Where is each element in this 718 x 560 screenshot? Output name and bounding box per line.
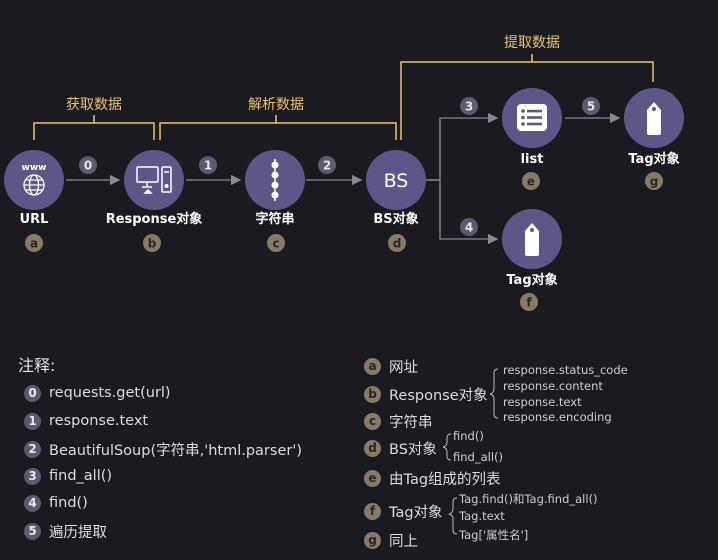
bracket-fetch-label: 获取数据 (66, 97, 122, 113)
legend-b-sub-2: response.text (503, 395, 582, 409)
svg-text:0: 0 (84, 159, 92, 173)
step-text: response.text (49, 413, 149, 429)
bs-text-icon: BS (384, 170, 409, 192)
node-bs: BS BS对象 d (366, 150, 426, 252)
step-badge-2: 2 (318, 156, 336, 174)
bracket-parse (159, 115, 397, 140)
legend-f-sub-0: Tag.find()和Tag.find_all() (459, 492, 598, 506)
step-num: 3 (24, 467, 41, 485)
node-string-letter: c (272, 237, 279, 251)
node-bs-label: BS对象 (373, 211, 418, 227)
node-bs-letter: d (393, 237, 402, 251)
tag-icon (525, 223, 539, 256)
step-num: 4 (24, 494, 41, 512)
note-step-2: 2 BeautifulSoup(字符串,'html.parser') (24, 438, 302, 460)
svg-text:www: www (22, 163, 47, 173)
legend-c: c 字符串 (364, 410, 433, 432)
step-num: 0 (24, 384, 41, 402)
legend-letter: c (364, 412, 381, 430)
note-step-4: 4 find() (24, 492, 88, 514)
legend-f-sub-2: Tag['属性名'] (459, 528, 529, 542)
legend-letter: d (364, 439, 381, 457)
node-response-label: Response对象 (106, 211, 203, 227)
notes-title: 注释: (18, 356, 56, 375)
note-step-5: 5 遍历提取 (24, 520, 107, 542)
node-tag-right-label: Tag对象 (628, 151, 679, 167)
node-url-letter: a (30, 237, 38, 251)
node-url: www URL a (4, 150, 64, 252)
legend-a: a 网址 (364, 355, 418, 377)
step-badge-5: 5 (582, 97, 600, 115)
svg-text:2: 2 (323, 159, 331, 173)
step-num: 5 (24, 522, 41, 540)
svg-text:3: 3 (465, 100, 473, 114)
legend-f: f Tag对象 (364, 500, 443, 522)
svg-text:5: 5 (587, 100, 595, 114)
step-text: find_all() (49, 468, 113, 484)
legend-text: 同上 (389, 533, 418, 550)
tag-icon (647, 102, 661, 135)
step-text: find() (49, 495, 88, 511)
arrow-4 (426, 179, 499, 245)
legend-letter: f (364, 502, 381, 520)
legend-b-sub-3: response.encoding (503, 410, 612, 424)
legend-b-sub-0: response.status_code (503, 363, 628, 377)
node-url-label: URL (20, 212, 49, 227)
step-badge-0: 0 (79, 156, 97, 174)
legend-text: Tag对象 (389, 504, 443, 521)
bracket-fetch (33, 115, 155, 140)
node-tag-bottom-letter: f (526, 296, 532, 310)
step-badge-3: 3 (460, 97, 478, 115)
node-tag-bottom-label: Tag对象 (506, 272, 557, 288)
legend-letter: g (364, 531, 381, 549)
node-response-letter: b (148, 237, 157, 251)
bracket-parse-label: 解析数据 (248, 97, 304, 113)
legend-d: d BS对象 (364, 437, 437, 459)
step-num: 1 (24, 412, 41, 430)
step-num: 2 (24, 440, 41, 458)
node-list-letter: e (527, 175, 535, 189)
legend-text: BS对象 (389, 441, 437, 458)
node-tag-right: Tag对象 g (624, 88, 684, 190)
legend-d-sub-1: find_all() (453, 450, 503, 464)
legend-text: 字符串 (389, 414, 433, 431)
step-text: BeautifulSoup(字符串,'html.parser') (49, 442, 302, 459)
node-tag-right-letter: g (650, 175, 659, 189)
step-text: requests.get(url) (49, 385, 171, 401)
legend-g: g 同上 (364, 529, 418, 551)
string-beads-icon (271, 159, 279, 201)
legend-e: e 由Tag组成的列表 (364, 467, 501, 489)
legend-text: 网址 (389, 359, 418, 376)
www-globe-icon: www (22, 163, 47, 196)
node-response: Response对象 b (106, 150, 203, 252)
node-tag-bottom: Tag对象 f (502, 209, 562, 311)
svg-text:4: 4 (465, 221, 473, 235)
legend-text: Response对象 (389, 387, 488, 404)
legend-text: 由Tag组成的列表 (389, 471, 501, 488)
note-step-3: 3 find_all() (24, 465, 112, 487)
node-list-label: list (521, 152, 544, 167)
legend-letter: a (364, 357, 381, 375)
legend-letter: b (364, 385, 381, 403)
step-text: 遍历提取 (49, 524, 107, 541)
legend-b: b Response对象 (364, 383, 488, 405)
note-step-0: 0 requests.get(url) (24, 382, 171, 404)
bracket-extract-label: 提取数据 (504, 35, 560, 51)
list-icon (517, 104, 547, 131)
legend-letter: e (364, 469, 381, 487)
legend-f-sub-1: Tag.text (459, 509, 505, 523)
node-string-label: 字符串 (255, 211, 294, 227)
computer-icon (136, 166, 172, 194)
step-badge-1: 1 (199, 156, 217, 174)
node-list: list e (502, 88, 562, 190)
bracket-extract (400, 54, 654, 140)
legend-d-sub-0: find() (453, 429, 484, 443)
svg-text:1: 1 (204, 159, 212, 173)
flow-diagram: 获取数据 解析数据 提取数据 0 1 2 3 4 5 www (4, 35, 684, 311)
note-step-1: 1 response.text (24, 410, 148, 432)
legend-b-sub-1: response.content (503, 379, 603, 393)
step-badge-4: 4 (460, 218, 478, 236)
node-string: 字符串 c (245, 150, 305, 252)
